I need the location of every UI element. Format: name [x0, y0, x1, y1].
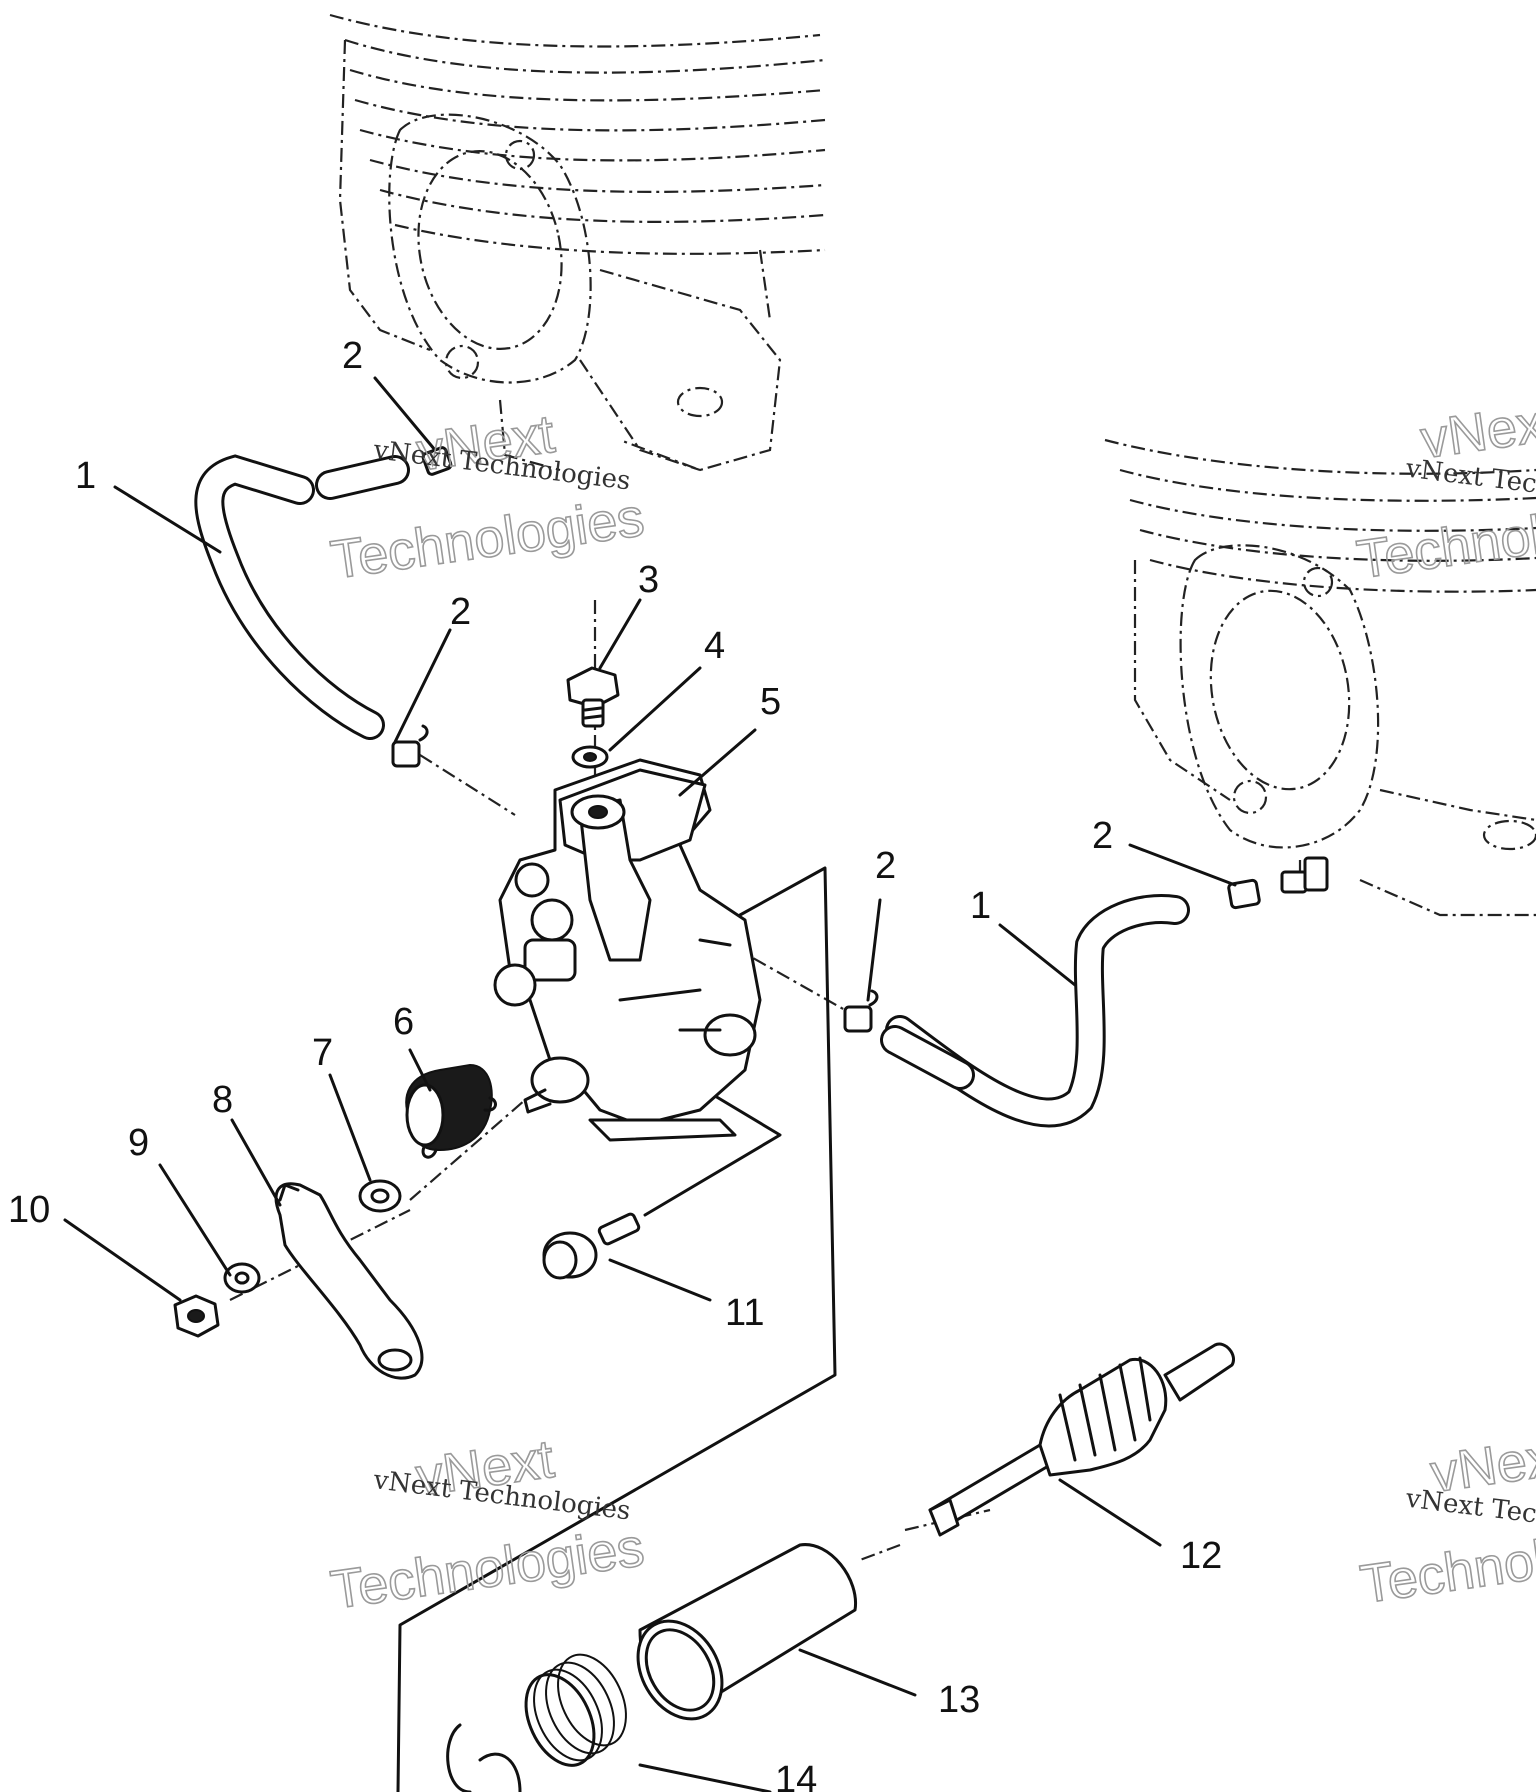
callout-9: 9 [128, 1122, 149, 1164]
callout-5: 5 [760, 681, 781, 723]
watermark-big-bottom: Technologies [327, 487, 648, 590]
callout-6: 6 [393, 1001, 414, 1043]
callout-labels: 1 2 2 3 4 5 2 2 1 6 7 8 9 10 11 12 13 14 [8, 335, 1222, 1792]
watermark-big-bottom: Technologies [327, 1517, 648, 1620]
callout-2-mid-right: 2 [875, 845, 896, 887]
callout-13: 13 [938, 1679, 980, 1721]
pump-sleeve [636, 1543, 858, 1721]
callout-1-right: 1 [970, 885, 991, 927]
callout-11: 11 [725, 1292, 764, 1334]
hose-clamp-right [1227, 856, 1329, 910]
oil-hose-left [194, 454, 410, 740]
hose-clamp-mid-left [391, 724, 429, 768]
oil-pump-body [493, 758, 762, 1142]
callout-4: 4 [704, 625, 725, 667]
pump-drive-gear-shaft [928, 1342, 1235, 1537]
lever-nut [173, 1294, 220, 1338]
flat-washer [358, 1179, 402, 1213]
callout-8: 8 [212, 1079, 233, 1121]
watermark-big-bottom: Technologies [1353, 487, 1536, 590]
callout-10: 10 [8, 1189, 50, 1231]
callout-2-mid-left: 2 [450, 591, 471, 633]
watermark-small-top-right: vNext Technologies [1403, 454, 1536, 515]
hose-clamp-mid-right [843, 989, 879, 1033]
watermark-small: vNext Technologies [1403, 454, 1536, 515]
mounting-screw [542, 1212, 641, 1280]
callout-1-left: 1 [75, 455, 96, 497]
lever-washer [223, 1262, 261, 1294]
pump-control-lever [274, 1182, 424, 1380]
callout-12: 12 [1180, 1535, 1222, 1577]
hose-clamp-top-left [421, 446, 453, 476]
callout-3: 3 [638, 559, 659, 601]
callout-2-top-left: 2 [342, 335, 363, 377]
sealing-washer [571, 745, 609, 769]
oil-hose-right [880, 894, 1190, 1128]
callout-leaders [63, 376, 1237, 1792]
cylinder-left-phantom [329, 13, 826, 472]
watermark-big-bottom: Technologies [1357, 1512, 1536, 1615]
callout-7: 7 [312, 1032, 333, 1074]
pump-bolt [566, 666, 620, 728]
return-spring [405, 1063, 497, 1159]
callout-2-right: 2 [1092, 815, 1113, 857]
cylinder-right-phantom [1104, 438, 1536, 917]
callout-14: 14 [775, 1759, 817, 1792]
sleeve-spring [446, 1653, 627, 1792]
